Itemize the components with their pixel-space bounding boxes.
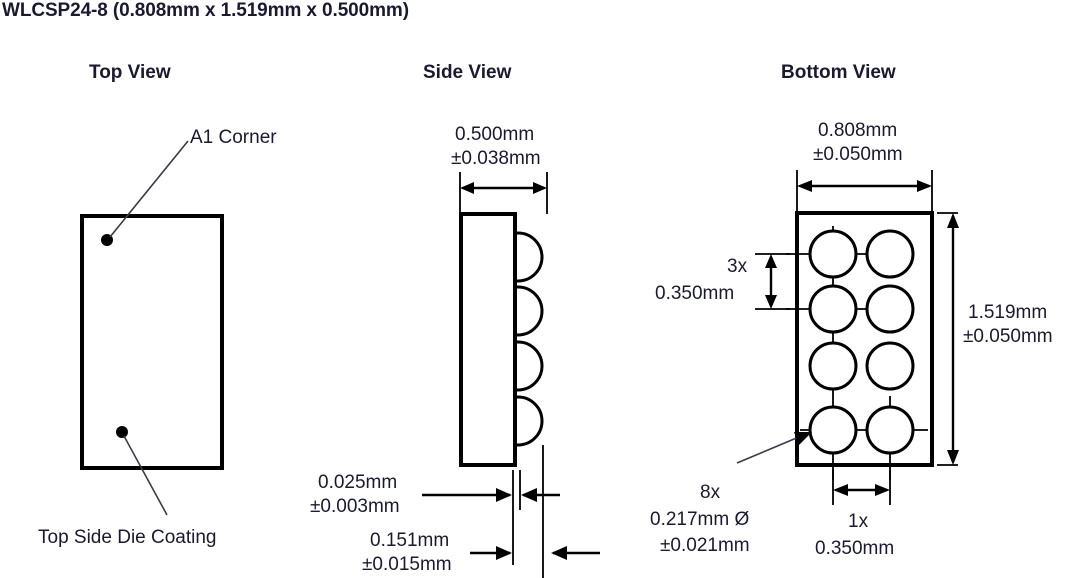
- bottom-view-ball-array: [808, 229, 915, 455]
- ball-diameter-leader: [736, 433, 807, 464]
- bottom-pitch-x-count: 1x: [848, 511, 869, 532]
- ball-diameter-leader-arrow: [794, 432, 812, 445]
- top-view-heading: Top View: [89, 62, 171, 83]
- side-ballheight-arrow-right: [551, 546, 567, 560]
- ball-pad-b1: [865, 229, 915, 279]
- side-standoff-value: 0.025mm: [318, 472, 397, 493]
- side-standoff-arrow-right: [521, 488, 537, 502]
- bottom-length-arrow-bottom: [947, 450, 959, 465]
- side-height-arrow-left: [460, 182, 474, 194]
- bottom-pitch-y-value: 0.350mm: [655, 283, 734, 304]
- side-view-package-body: [459, 212, 517, 467]
- side-ballheight-tolerance: ±0.015mm: [362, 554, 452, 575]
- bottom-width-tolerance: ±0.050mm: [813, 144, 903, 165]
- ball-pad-b4: [865, 405, 915, 455]
- ball-pad-b3: [865, 341, 915, 391]
- side-standoff-tolerance: ±0.003mm: [310, 496, 400, 517]
- top-view-group: A1 Corner Top Side Die Coating: [38, 127, 277, 548]
- ball-pad-a4: [808, 405, 858, 455]
- bottom-length-value: 1.519mm: [968, 302, 1047, 323]
- bottom-view-heading: Bottom View: [781, 62, 896, 83]
- bottom-pitch-x-arrow-right: [875, 484, 890, 496]
- ball-pad-a2: [808, 284, 858, 334]
- bottom-ball-diameter: 0.217mm Ø: [650, 509, 749, 530]
- bottom-width-arrow-left: [797, 180, 812, 192]
- bottom-width-arrow-right: [917, 180, 932, 192]
- a1-corner-label: A1 Corner: [190, 127, 277, 148]
- bottom-width-value: 0.808mm: [818, 120, 897, 141]
- bottom-pitch-y-arrow-top: [765, 254, 777, 268]
- ball-pad-a1: [808, 229, 858, 279]
- top-view-package-outline: [80, 214, 224, 470]
- side-ballheight-arrow-left: [496, 546, 512, 560]
- side-view-group: 0.500mm ±0.038mm 0.025mm ±0.003mm 0.151m…: [310, 124, 600, 578]
- die-coating-leader: [123, 435, 168, 516]
- side-view-heading: Side View: [423, 62, 512, 83]
- side-height-tolerance: ±0.038mm: [451, 148, 541, 169]
- side-ballheight-value: 0.151mm: [370, 530, 449, 551]
- side-standoff-arrow-left: [496, 488, 512, 502]
- bottom-pitch-x-arrow-left: [833, 484, 848, 496]
- bottom-pitch-y-count: 3x: [727, 256, 748, 277]
- bottom-view-group: 0.808mm ±0.050mm 3x 0.350mm: [650, 120, 1053, 559]
- side-height-value: 0.500mm: [455, 124, 534, 145]
- side-height-arrow-right: [533, 182, 547, 194]
- bottom-pitch-y-arrow-bottom: [765, 295, 777, 309]
- bottom-ball-count: 8x: [700, 482, 721, 503]
- bottom-pitch-x-value: 0.350mm: [815, 538, 894, 559]
- a1-corner-leader: [109, 140, 189, 238]
- drawing-title: WLCSP24-8 (0.808mm x 1.519mm x 0.500mm): [2, 0, 409, 21]
- ball-pad-a3: [808, 341, 858, 391]
- bottom-length-arrow-top: [947, 213, 959, 228]
- bottom-length-tolerance: ±0.050mm: [963, 326, 1053, 347]
- ball-pad-b2: [865, 284, 915, 334]
- die-coating-label: Top Side Die Coating: [38, 527, 217, 548]
- die-coating-marker: [116, 426, 128, 438]
- bottom-ball-diameter-tolerance: ±0.021mm: [660, 535, 750, 556]
